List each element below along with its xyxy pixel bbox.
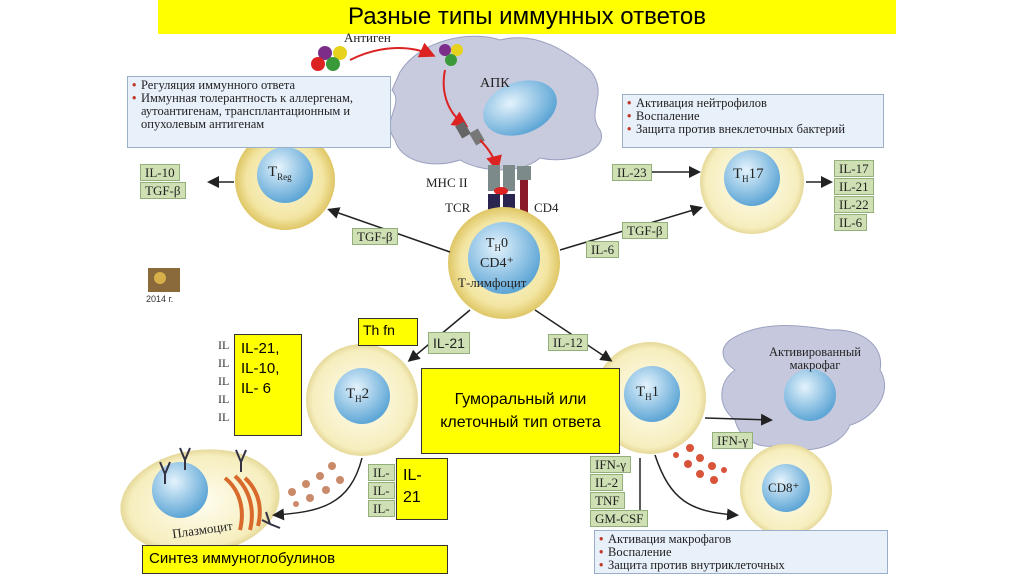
tag-th1-tnf: TNF bbox=[590, 492, 625, 509]
title-text: Разные типы иммунных ответов bbox=[348, 3, 706, 30]
antigen-dot bbox=[439, 44, 451, 56]
er-stripes bbox=[233, 474, 254, 531]
cd4-label: CD4 bbox=[534, 200, 559, 215]
mhc-complex bbox=[488, 165, 500, 191]
note-th-fn: Th fn bbox=[358, 318, 418, 346]
th17-info-box: Активация нейтрофилов Воспаление Защита … bbox=[622, 94, 884, 148]
tag-th17-il17: IL-17 bbox=[834, 160, 874, 177]
tag-th1-ifn: IFN-γ bbox=[590, 456, 632, 473]
info-item: Воспаление bbox=[599, 546, 883, 560]
info-item: Воспаление bbox=[627, 110, 879, 124]
info-item: Защита против внеклеточных бактерий bbox=[627, 123, 879, 137]
note-synthesis: Синтез иммуноглобулинов bbox=[142, 545, 448, 574]
tag-th1-gmcsf: GM-CSF bbox=[590, 510, 649, 527]
th17-nucleus bbox=[724, 150, 780, 206]
plasma-nucleus bbox=[152, 462, 208, 518]
info-item: Активация нейтрофилов bbox=[627, 97, 879, 111]
tag-th2-bottom: IL- bbox=[368, 482, 395, 499]
th1-label: TH1 bbox=[636, 384, 660, 402]
antigen-dot bbox=[318, 46, 332, 60]
mhc-label: MHC II bbox=[426, 175, 468, 190]
antigen-dot bbox=[311, 57, 325, 71]
antibody-icon bbox=[159, 447, 281, 529]
antigen-dot bbox=[326, 57, 340, 71]
tag-th1-il2: IL-2 bbox=[590, 474, 624, 491]
tag-th2-bottom: IL- bbox=[368, 500, 395, 517]
tag-il23: IL-23 bbox=[612, 164, 652, 181]
antigen-dot bbox=[333, 46, 347, 60]
th2-left-cytokine: IL bbox=[218, 374, 230, 388]
year-caption: 2014 г. bbox=[146, 294, 174, 304]
macrophage-label: Активированный макрофаг bbox=[769, 345, 861, 372]
tag-ifn-macrophage: IFN-γ bbox=[712, 432, 754, 449]
info-item: Регуляция иммунного ответа bbox=[132, 79, 386, 93]
treg-nucleus bbox=[257, 147, 313, 203]
th2-label: TH2 bbox=[346, 386, 370, 404]
cd8-label: CD8⁺ bbox=[768, 480, 800, 495]
tcr-label: TCR bbox=[445, 200, 471, 215]
tag-il21: IL-21 bbox=[428, 332, 470, 354]
peptide bbox=[494, 187, 508, 195]
cd4-molecule bbox=[520, 168, 528, 224]
tag-th2-bottom: IL- bbox=[368, 464, 395, 481]
antigen-dot bbox=[451, 44, 463, 56]
apc-nucleus bbox=[483, 80, 557, 136]
note-il-list: IL-21, IL-10, IL- 6 bbox=[234, 334, 302, 436]
tag-th17-il6: IL-6 bbox=[834, 214, 868, 231]
mhc-complex bbox=[503, 165, 515, 191]
info-item: Активация макрофагов bbox=[599, 533, 883, 547]
mhc-fragment bbox=[455, 121, 471, 139]
antigen-dot bbox=[445, 54, 457, 66]
er-stripes bbox=[223, 476, 244, 531]
antigen-label: Антиген bbox=[344, 30, 391, 45]
tag-treg-tgf: TGF-β bbox=[140, 182, 186, 199]
th2-left-cytokine: IL bbox=[218, 356, 230, 370]
th2-left-cytokine: IL bbox=[218, 392, 230, 406]
treg-label: TReg bbox=[268, 164, 292, 182]
note-humoral: Гуморальный или клеточный тип ответа bbox=[421, 368, 620, 454]
mhc-complex bbox=[517, 166, 531, 180]
macrophage-nucleus bbox=[784, 369, 836, 421]
tag-treg-il10: IL-10 bbox=[140, 164, 180, 181]
cd8-nucleus bbox=[762, 464, 810, 512]
tag-th17-il22: IL-22 bbox=[834, 196, 874, 213]
tag-tgf-treg: TGF-β bbox=[352, 228, 398, 245]
tag-il6: IL-6 bbox=[586, 241, 620, 258]
er-stripes bbox=[243, 476, 262, 527]
page-title: Разные типы иммунных ответов bbox=[158, 0, 896, 34]
cytokine-dots bbox=[288, 462, 344, 507]
th2-left-cytokine: IL bbox=[218, 338, 230, 352]
info-item: Иммунная толерантность к аллергенам, аут… bbox=[132, 92, 386, 131]
th0-cell-name: Т-лимфоцит bbox=[458, 275, 527, 290]
th1-nucleus bbox=[624, 366, 680, 422]
th2-nucleus bbox=[334, 368, 390, 424]
note-il21-small: IL- 21 bbox=[396, 458, 448, 520]
treg-info-box: Регуляция иммунного ответа Иммунная толе… bbox=[127, 76, 391, 148]
apc-label: АПК bbox=[480, 76, 510, 91]
tag-th17-il21: IL-21 bbox=[834, 178, 874, 195]
th0-nucleus bbox=[468, 222, 540, 294]
th2-left-cytokine: IL bbox=[218, 410, 230, 424]
tag-il12: IL-12 bbox=[548, 334, 588, 351]
th1-info-box: Активация макрофагов Воспаление Защита п… bbox=[594, 530, 888, 574]
cytokine-dots bbox=[673, 444, 727, 484]
th0-label: TH0 CD4⁺ bbox=[480, 236, 514, 271]
info-item: Защита против внутриклеточных bbox=[599, 559, 883, 573]
th17-label: TH17 bbox=[733, 166, 764, 184]
tag-tgf-th17: TGF-β bbox=[622, 222, 668, 239]
